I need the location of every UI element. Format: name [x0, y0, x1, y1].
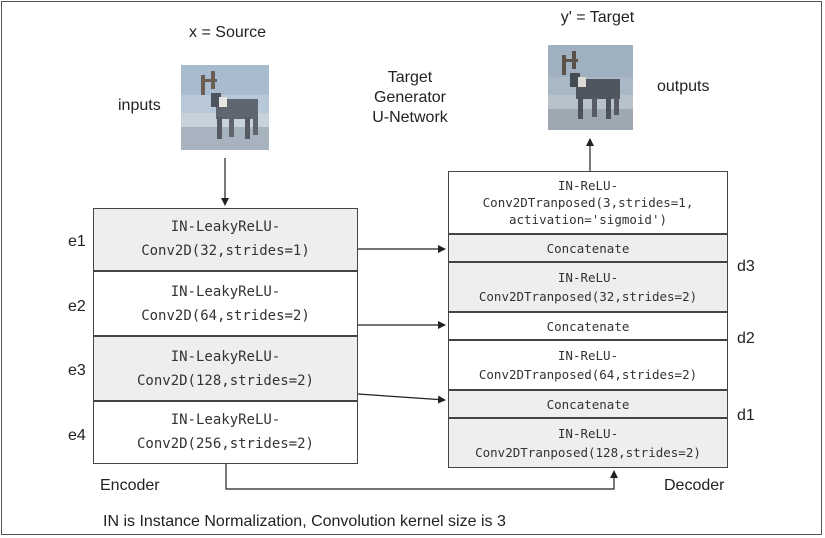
e2-line1: IN-LeakyReLU- [170, 284, 281, 300]
outputs-label: outputs [657, 78, 710, 95]
e4-label: e4 [68, 427, 86, 444]
d1-line1: IN-ReLU- [557, 426, 619, 441]
diagram-title: Target Generator U-Network [345, 68, 475, 128]
output-line3: activation='sigmoid') [508, 212, 668, 227]
output-line1: IN-ReLU- [557, 178, 619, 193]
e1-line2: Conv2D(32,strides=1) [141, 243, 310, 259]
decoder-block-d2: IN-ReLU- Conv2DTranposed(64,strides=2) [448, 340, 728, 390]
concatenate-block-2: Concatenate [448, 312, 728, 340]
e4-line1: IN-LeakyReLU- [170, 412, 281, 428]
e1-label: e1 [68, 233, 86, 250]
d2-label: d2 [737, 330, 755, 347]
d1-line2: Conv2DTranposed(128,strides=2) [475, 445, 701, 460]
d1-label: d1 [737, 407, 755, 424]
encoder-block-e4: IN-LeakyReLU- Conv2D(256,strides=2) [93, 401, 358, 464]
title-line-1: Target [387, 69, 433, 86]
footnote: IN is Instance Normalization, Convolutio… [103, 513, 506, 530]
encoder-label: Encoder [100, 477, 160, 494]
e1-line1: IN-LeakyReLU- [170, 219, 281, 235]
source-image [181, 65, 269, 150]
title-line-3: U-Network [372, 109, 448, 126]
inputs-label: inputs [118, 97, 161, 114]
concatenate-block-3: Concatenate [448, 234, 728, 262]
d2-line1: IN-ReLU- [557, 348, 619, 363]
output-line2: Conv2DTranposed(3,strides=1, [482, 195, 694, 210]
source-label: x = Source [189, 24, 266, 41]
decoder-block-d3: IN-ReLU- Conv2DTranposed(32,strides=2) [448, 262, 728, 312]
title-line-2: Generator [373, 89, 447, 106]
e3-line2: Conv2D(128,strides=2) [136, 373, 314, 389]
e2-label: e2 [68, 298, 86, 315]
d3-line2: Conv2DTranposed(32,strides=2) [478, 289, 698, 304]
skip-arrow-e3 [357, 393, 446, 404]
concatenate-block-1: Concatenate [448, 390, 728, 418]
target-label: y' = Target [560, 9, 635, 26]
encoder-block-e3: IN-LeakyReLU- Conv2D(128,strides=2) [93, 336, 358, 401]
target-image [548, 45, 633, 130]
e2-line2: Conv2D(64,strides=2) [141, 308, 310, 324]
decoder-output-block: IN-ReLU- Conv2DTranposed(3,strides=1, ac… [448, 171, 728, 234]
e4-line2: Conv2D(256,strides=2) [136, 436, 314, 452]
e3-label: e3 [68, 362, 86, 379]
concatenate-1-label: Concatenate [546, 397, 630, 412]
e3-line1: IN-LeakyReLU- [170, 349, 281, 365]
concatenate-2-label: Concatenate [546, 319, 630, 334]
d3-line1: IN-ReLU- [557, 270, 619, 285]
decoder-label: Decoder [664, 477, 725, 494]
encoder-block-e1: IN-LeakyReLU- Conv2D(32,strides=1) [93, 208, 358, 271]
concatenate-3-label: Concatenate [546, 241, 630, 256]
bottleneck-arrow [225, 464, 618, 490]
encoder-block-e2: IN-LeakyReLU- Conv2D(64,strides=2) [93, 271, 358, 336]
d2-line2: Conv2DTranposed(64,strides=2) [478, 367, 698, 382]
d3-label: d3 [737, 258, 755, 275]
decoder-block-d1: IN-ReLU- Conv2DTranposed(128,strides=2) [448, 418, 728, 468]
